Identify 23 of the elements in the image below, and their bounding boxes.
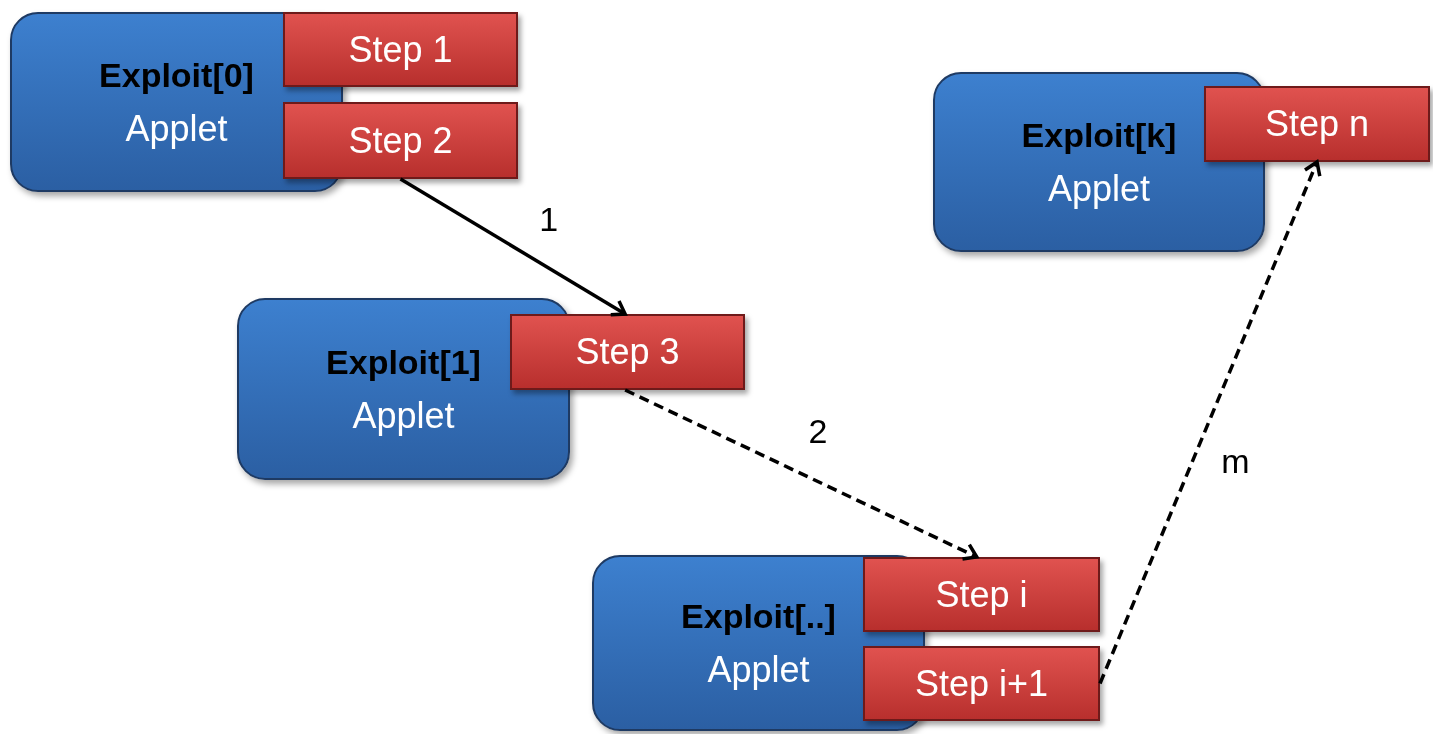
step-label: Step 3 xyxy=(575,334,680,370)
step-label: Step 1 xyxy=(348,31,453,68)
applet-label: Applet xyxy=(1047,167,1151,211)
step-box xyxy=(863,646,1100,721)
applet-label: Applet xyxy=(125,107,228,151)
step-box xyxy=(283,102,518,179)
step-box xyxy=(283,12,518,87)
exploit-title: Exploit[0] xyxy=(99,55,254,96)
step-label: Step i+1 xyxy=(914,665,1049,702)
step-box xyxy=(510,314,745,390)
applet-box xyxy=(237,298,570,480)
applet-box xyxy=(933,72,1265,252)
applet-label: Applet xyxy=(352,394,455,438)
applet-label: Applet xyxy=(707,648,810,692)
step-box xyxy=(863,557,1100,632)
step-label: Step i xyxy=(935,576,1028,613)
exploit-title: Exploit[1] xyxy=(326,342,481,383)
step-box xyxy=(1204,86,1430,162)
arrow xyxy=(399,177,627,317)
step-label: Step n xyxy=(1264,106,1370,142)
exploit-title: Exploit[..] xyxy=(681,596,836,637)
step-label: Step 2 xyxy=(348,122,453,159)
exploit-title: Exploit[k] xyxy=(1021,115,1177,156)
